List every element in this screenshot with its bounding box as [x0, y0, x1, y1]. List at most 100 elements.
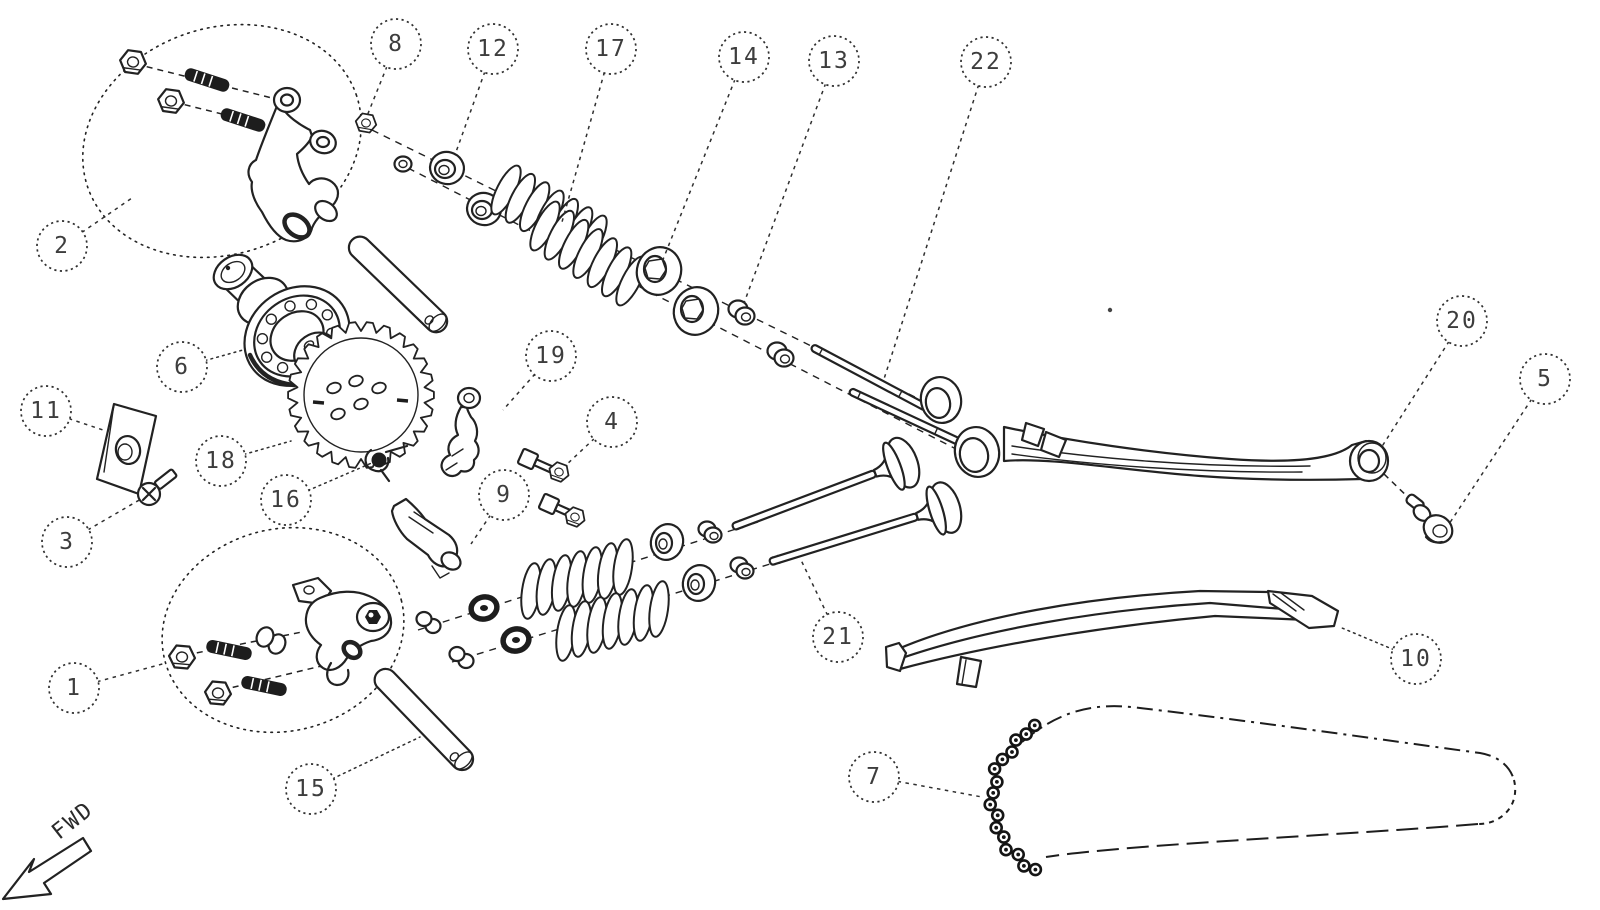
leader-13	[743, 60, 835, 304]
spring-clip	[364, 444, 409, 483]
stud-bolt	[218, 105, 268, 135]
pan-head-screw	[136, 468, 178, 507]
chain-links	[983, 718, 1043, 877]
callout-22: 22	[960, 36, 1012, 88]
fwd-indicator: FWD	[1, 797, 99, 901]
callout-5-label: 5	[1537, 366, 1553, 392]
callout-13-label: 13	[818, 48, 850, 74]
sprocket-timing-marks	[312, 398, 409, 405]
stem-cap	[448, 645, 475, 670]
callout-14-label: 14	[728, 44, 760, 70]
leader-20	[1380, 320, 1463, 449]
guide-tip	[884, 641, 908, 673]
fwd-label: FWD	[47, 797, 98, 845]
callout-1: 1	[48, 662, 100, 714]
callouts: 1 2 3 4 5 6 7 8 9 10 11 12 13 14 15 16 1…	[20, 18, 1571, 815]
callout-20: 20	[1436, 295, 1488, 347]
adjuster-nut	[545, 459, 573, 485]
cam-chain-guide	[884, 589, 1340, 689]
callout-12-label: 12	[477, 36, 509, 62]
stem-seal-ring	[393, 155, 413, 173]
valve-adjuster-screws	[516, 447, 589, 530]
spring-retainer-lower	[681, 564, 717, 602]
upper-valvetrain-parts	[353, 111, 795, 368]
leader-16	[285, 461, 375, 501]
valve-stem-seal	[468, 594, 500, 622]
rocker-group-upper	[81, 23, 363, 259]
callout-19-label: 19	[535, 343, 567, 369]
callout-13: 13	[808, 35, 860, 87]
valve-spring-outer	[529, 200, 647, 307]
axis-upper-stud-1	[135, 63, 281, 101]
rocker-arm-lower-pad	[341, 639, 363, 661]
callout-3-label: 3	[59, 529, 75, 555]
valve-stem-seal	[500, 626, 532, 654]
callout-5: 5	[1519, 353, 1571, 405]
stud-bolt	[204, 638, 254, 662]
cam-sprocket	[287, 321, 435, 469]
leader-5	[1448, 378, 1546, 525]
guide-foot	[955, 655, 983, 689]
flange-nut	[202, 679, 234, 707]
leader-8	[366, 43, 397, 117]
callout-10: 10	[1390, 633, 1442, 685]
callout-21-label: 21	[822, 624, 854, 650]
spring-retainer	[428, 150, 466, 186]
rocker-group-lower	[161, 526, 405, 734]
leader-17	[561, 48, 612, 223]
callout-16-label: 16	[270, 487, 302, 513]
callout-22-label: 22	[970, 49, 1002, 75]
valves-upper	[810, 344, 1001, 478]
callout-11: 11	[20, 385, 72, 437]
valve-cotter	[727, 299, 756, 326]
flange-nut	[166, 643, 198, 671]
leader-2	[61, 197, 133, 247]
spring-seat-washer	[635, 246, 683, 296]
callout-14: 14	[718, 31, 770, 83]
decompression-shaft	[390, 497, 462, 579]
stem-cap	[415, 610, 442, 635]
callout-18: 18	[195, 435, 247, 487]
valve-head-ring	[919, 376, 963, 424]
callout-15: 15	[285, 763, 337, 815]
stud-bolt	[182, 65, 232, 95]
callout-7-label: 7	[866, 764, 882, 790]
valve-cotter-lower	[697, 520, 723, 544]
camshaft-bearing-shade	[247, 352, 297, 388]
leader-21	[800, 559, 839, 638]
rocker-shaft-upper	[347, 235, 449, 334]
leader-6	[181, 349, 244, 368]
tensioner-lever	[440, 386, 482, 478]
rocker-arm-upper-foot	[282, 212, 312, 240]
leader-14	[661, 56, 745, 263]
lower-valvetrain-parts	[415, 520, 755, 670]
callout-2: 2	[36, 220, 88, 272]
flange-nut	[117, 48, 149, 76]
stopper-plate	[95, 402, 158, 496]
axis-lower-stud-1	[185, 631, 303, 656]
flange-nut	[155, 87, 187, 115]
cam-chain	[983, 705, 1517, 877]
callout-8: 8	[370, 18, 422, 70]
spring-seat-washer	[672, 286, 720, 336]
sprocket-teeth	[287, 321, 435, 469]
callout-4-label: 4	[604, 409, 620, 435]
adjuster-cap	[255, 626, 287, 655]
fwd-arrow	[1, 836, 93, 901]
rocker-arm-upper-boss	[272, 86, 302, 114]
callout-12: 12	[467, 23, 519, 75]
phillips-cross	[141, 486, 157, 502]
pivot-bolt	[1405, 493, 1454, 544]
callout-4: 4	[586, 396, 638, 448]
callout-8-label: 8	[388, 31, 404, 57]
callout-11-label: 11	[30, 398, 62, 424]
callout-9: 9	[478, 469, 530, 521]
rocker-arm-upper-pad	[314, 199, 338, 223]
callout-6: 6	[156, 341, 208, 393]
spring-retainer-lower	[649, 523, 685, 561]
camshaft-oil-hole	[225, 265, 231, 271]
rocker-shaft-lower	[373, 667, 475, 772]
callout-19: 19	[525, 330, 577, 382]
callout-17: 17	[585, 23, 637, 75]
